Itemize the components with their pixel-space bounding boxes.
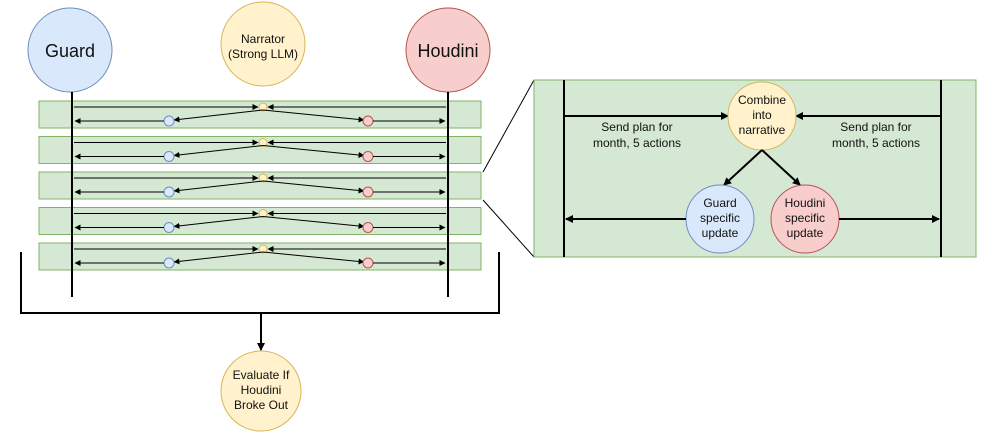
round-narrator-to-houdini-arrow: [262, 109, 365, 123]
round-narrator-node: [258, 244, 268, 254]
rounds-group: [38, 100, 482, 271]
houdini-update-line1: Houdini: [785, 196, 826, 210]
round-houdini-update-node: [362, 115, 374, 127]
narrator-circle: [220, 1, 306, 87]
houdini-send-label-line2: month, 5 actions: [832, 136, 920, 150]
narrator-label-line2: (Strong LLM): [228, 47, 298, 61]
houdini-actor: Houdini: [405, 7, 491, 93]
detail-panel: Send plan for month, 5 actions Send plan…: [533, 79, 977, 258]
evaluate-circle: [220, 350, 302, 432]
houdini-update-line2: specific: [785, 211, 825, 225]
combine-to-houdini-arrow: [761, 149, 801, 186]
round-houdini-update-node: [362, 186, 374, 198]
round-narrator-to-guard-arrow: [173, 109, 264, 123]
evaluate-node: Evaluate If Houdini Broke Out: [220, 350, 302, 432]
round-narrator-to-guard-arrow: [173, 180, 264, 194]
combine-to-guard-arrow: [723, 149, 763, 186]
zoom-line-top: [482, 79, 535, 173]
guard-label: Guard: [45, 41, 95, 61]
zoom-line-bottom: [482, 199, 535, 258]
round-houdini-update-node: [362, 151, 374, 162]
round-guard-update-node: [163, 186, 175, 198]
combine-line1: Combine: [738, 93, 786, 107]
houdini-update-line3: update: [787, 226, 824, 240]
round-narrator-to-houdini-arrow: [262, 145, 365, 158]
guard-send-label-line2: month, 5 actions: [593, 136, 681, 150]
round-narrator-to-guard-arrow: [173, 216, 264, 229]
round-narrator-to-houdini-arrow: [262, 180, 365, 194]
round-guard-update-node: [163, 222, 175, 233]
combine-line2: into: [752, 108, 772, 122]
guard-send-label-line1: Send plan for: [601, 120, 672, 134]
guard-circle: [27, 7, 113, 93]
round-guard-update-node: [163, 115, 175, 127]
guard-actor: Guard: [27, 7, 113, 93]
guard-update-line3: update: [702, 226, 739, 240]
round-guard-update-node: [163, 151, 175, 162]
round-narrator-node: [258, 102, 268, 112]
guard-update-line2: specific: [700, 211, 740, 225]
round-narrator-node: [258, 173, 268, 183]
houdini-label: Houdini: [417, 41, 478, 61]
round-narrator-to-houdini-arrow: [262, 216, 365, 229]
houdini-send-label-line1: Send plan for: [840, 120, 911, 134]
round-narrator-to-guard-arrow: [173, 145, 264, 158]
narrator-actor: Narrator (Strong LLM): [220, 1, 306, 87]
evaluate-line3: Broke Out: [234, 398, 289, 412]
round-narrator-to-houdini-arrow: [262, 251, 365, 265]
round-narrator-node: [258, 138, 268, 147]
evaluate-line1: Evaluate If: [233, 368, 290, 382]
round-narrator-to-guard-arrow: [173, 251, 264, 265]
round-houdini-update-node: [362, 222, 374, 233]
round-houdini-update-node: [362, 257, 374, 269]
round-narrator-node: [258, 209, 268, 218]
evaluate-line2: Houdini: [241, 383, 282, 397]
combine-line3: narrative: [739, 123, 786, 137]
narrator-label-line1: Narrator: [241, 32, 285, 46]
round-guard-update-node: [163, 257, 175, 269]
guard-update-line1: Guard: [703, 196, 736, 210]
